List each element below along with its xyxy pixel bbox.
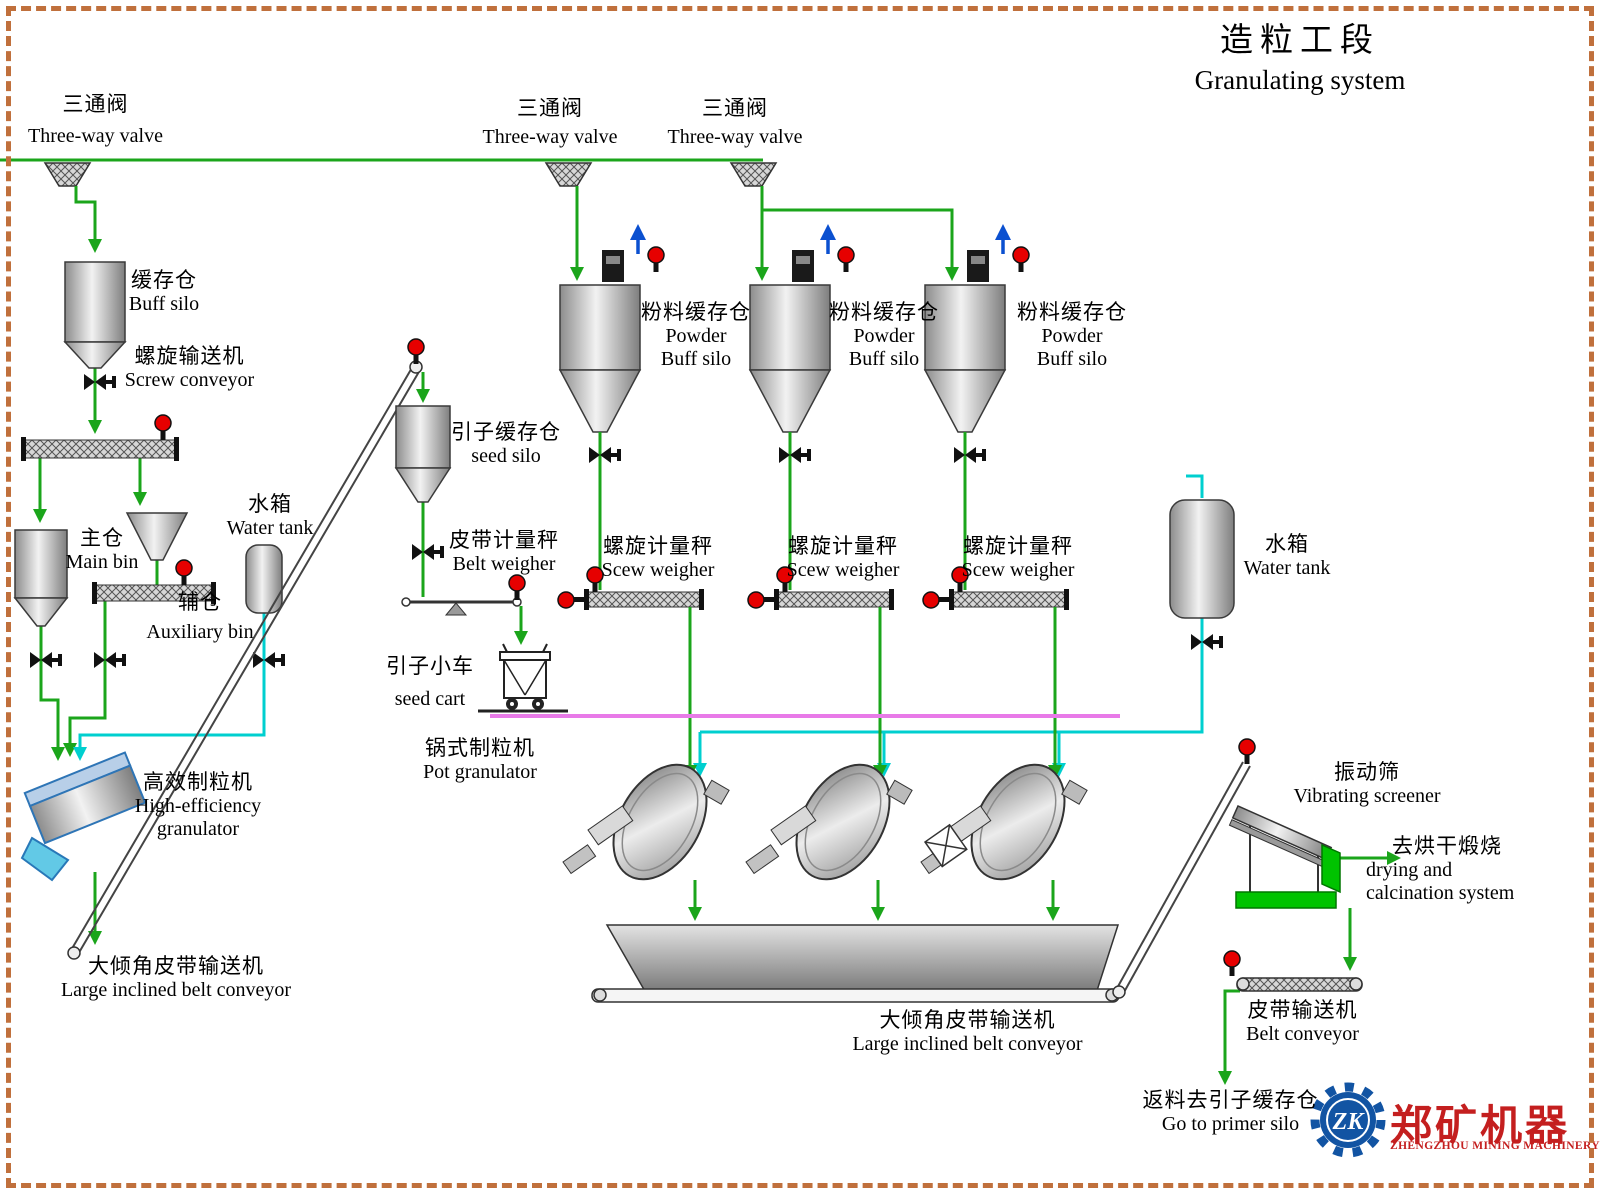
green-flow-lines xyxy=(33,186,1401,1085)
seed-silo xyxy=(394,405,452,503)
label-buff-silo: 缓存仓 Buff silo xyxy=(128,268,200,315)
water-tank-right xyxy=(1169,499,1235,619)
label-seed-silo: 引子缓存仓 seed silo xyxy=(451,420,561,467)
water-valve-right-icon xyxy=(1191,634,1223,650)
buff-silo xyxy=(63,261,127,369)
label-large-inclined-bottom: 大倾角皮带输送机 Large inclined belt conveyor xyxy=(852,1008,1083,1055)
label-water-tank-right: 水箱 Water tank xyxy=(1243,532,1331,579)
water-lines xyxy=(73,474,1204,777)
label-aux-bin: 辅仓 Auxiliary bin xyxy=(146,590,254,643)
high-efficiency-granulator xyxy=(20,751,147,882)
belt-weigher-motor-icon xyxy=(508,574,526,601)
belt-conveyor-motor-icon xyxy=(1223,950,1241,977)
label-screw-weigher-2: 螺旋计量秤 Scew weigher xyxy=(786,534,900,581)
three-way-valve-icon-3 xyxy=(730,162,777,187)
label-three-way-valve-3: 三通阀 Three-way valve xyxy=(667,96,803,148)
label-large-inclined-left: 大倾角皮带输送机 Large inclined belt conveyor xyxy=(60,954,292,1001)
page-title: 造粒工段 Granulating system xyxy=(1128,22,1472,97)
main-bin-valve-icon xyxy=(30,652,62,668)
right-incline-motor-icon xyxy=(1238,738,1256,765)
label-main-bin: 主仓 Main bin xyxy=(65,526,139,573)
label-screw-conveyor: 螺旋输送机 Screw conveyor xyxy=(124,344,255,391)
logo-company-name: 郑矿机器 xyxy=(1390,1104,1571,1150)
three-way-valve-icon-1 xyxy=(44,162,91,187)
label-powder-silo-3: 粉料缓存仓 Powder Buff silo xyxy=(1017,300,1127,371)
belt-conveyor-right xyxy=(1236,977,1363,992)
label-to-drying: 去烘干煅烧 drying and calcination system xyxy=(1366,834,1515,905)
label-return-to-seed: 返料去引子缓存仓 Go to primer silo xyxy=(1142,1088,1319,1135)
disk3-drive-box xyxy=(923,823,968,868)
right-inclined-conveyor xyxy=(1112,761,1251,999)
aux-bin-valve-icon xyxy=(94,652,126,668)
auxiliary-bin xyxy=(125,512,189,561)
label-three-way-valve-1: 三通阀 Three-way valve xyxy=(28,92,163,147)
left-incline-motor-icon xyxy=(407,338,425,365)
label-three-way-valve-2: 三通阀 Three-way valve xyxy=(482,96,618,148)
water-tank-left xyxy=(245,544,283,614)
vibrating-screener xyxy=(1228,805,1341,909)
zk-logo-gear-icon: ZK xyxy=(1310,1082,1386,1158)
label-screw-weigher-3: 螺旋计量秤 Scew weigher xyxy=(961,534,1075,581)
screw-conveyor-bar xyxy=(21,437,179,461)
main-bin xyxy=(13,529,69,627)
aux-conveyor-motor-icon xyxy=(175,559,193,586)
left-inclined-conveyor xyxy=(67,360,423,960)
belt-weigher xyxy=(401,597,522,616)
water-valve-left-icon xyxy=(253,652,285,668)
aux-screw-conveyor xyxy=(92,582,216,604)
screw-conveyor-motor-icon xyxy=(154,414,172,441)
label-vibrating-screener: 振动筛 Vibrating screener xyxy=(1293,760,1441,807)
label-powder-silo-2: 粉料缓存仓 Powder Buff silo xyxy=(829,300,939,371)
zk-logo-text: ZK xyxy=(1332,1109,1366,1135)
main-inclined-conveyor xyxy=(591,924,1120,1003)
label-powder-silo-1: 粉料缓存仓 Powder Buff silo xyxy=(641,300,751,371)
pot-granulator-disk-2 xyxy=(746,748,912,918)
seed-cart xyxy=(478,643,568,713)
label-belt-weigher: 皮带计量秤 Belt weigher xyxy=(449,528,559,575)
label-high-efficiency-granulator: 高效制粒机 High-efficiency granulator xyxy=(134,770,262,841)
label-belt-conveyor-right: 皮带输送机 Belt conveyor xyxy=(1246,998,1359,1045)
label-pot-granulator: 锅式制粒机 Pot granulator xyxy=(423,736,537,783)
logo-company-subtitle: ZHENGZHOU MINING MACHINERY xyxy=(1390,1140,1600,1152)
label-seed-cart: 引子小车 seed cart xyxy=(386,654,474,710)
title-en: Granulating system xyxy=(1194,64,1406,95)
three-way-valve-icon-2 xyxy=(545,162,592,187)
label-screw-weigher-1: 螺旋计量秤 Scew weigher xyxy=(601,534,715,581)
label-water-tank-left: 水箱 Water tank xyxy=(226,492,314,539)
pot-granulator-disk-1 xyxy=(563,748,729,918)
title-zh: 造粒工段 xyxy=(1220,23,1380,59)
